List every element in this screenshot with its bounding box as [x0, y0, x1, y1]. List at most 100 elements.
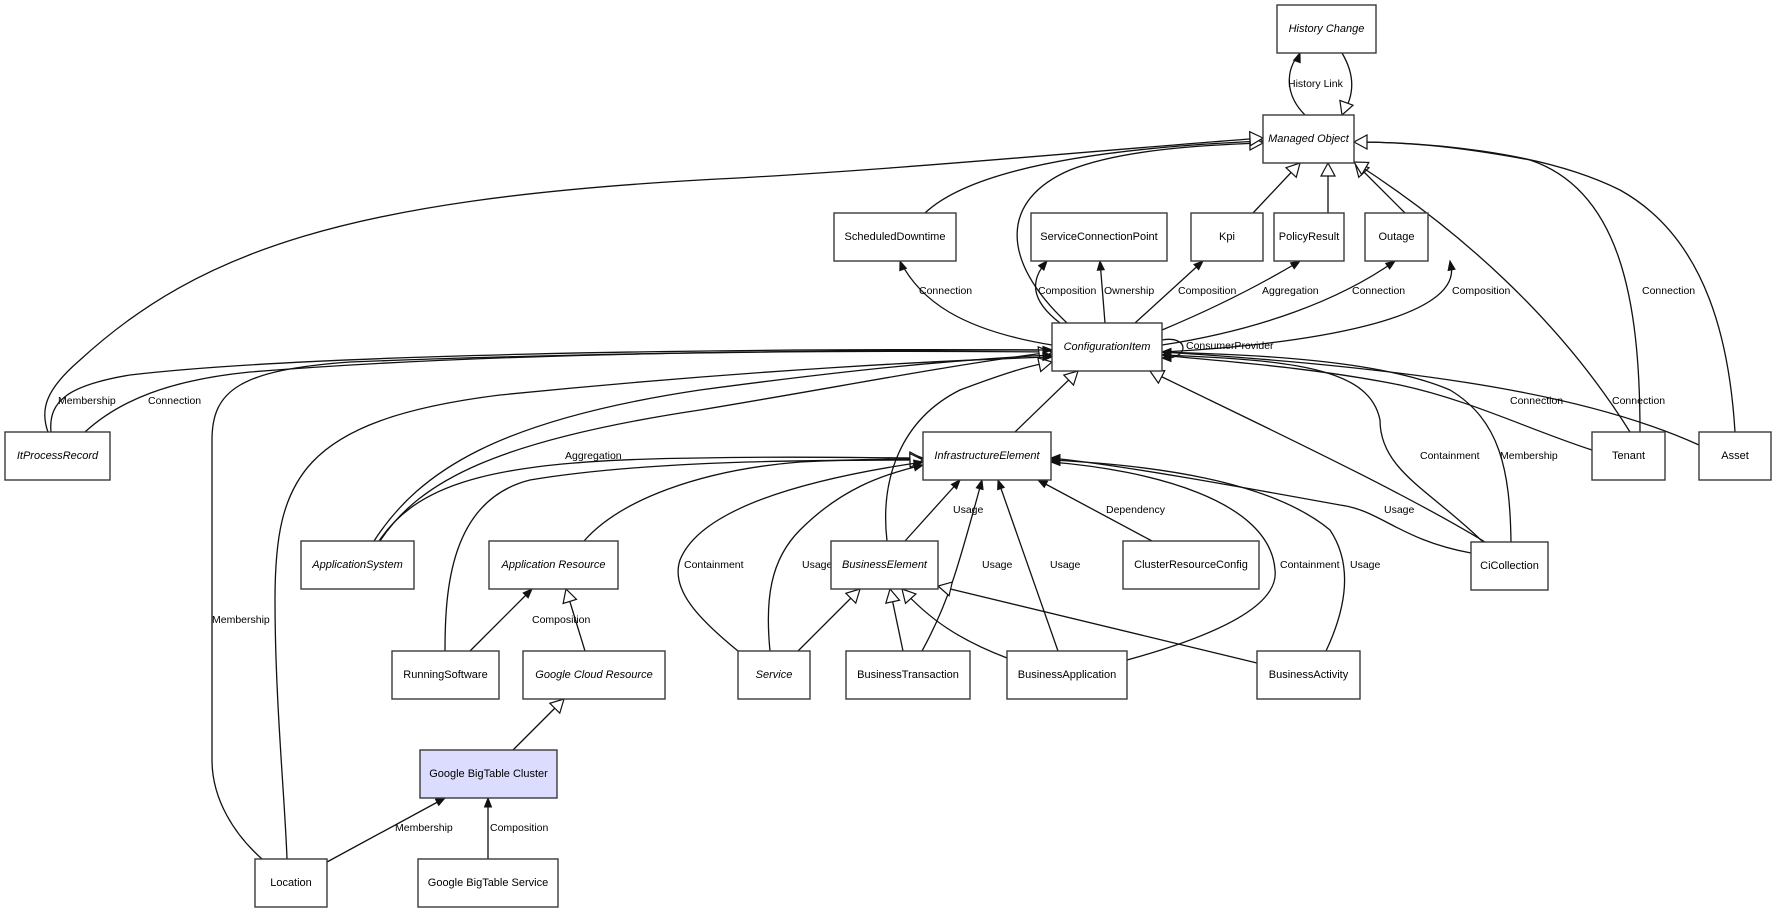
edge-line: [1149, 370, 1486, 543]
class-box: [830, 540, 939, 590]
class-name: ServiceConnectionPoint: [1040, 231, 1157, 243]
class-name: ScheduledDowntime: [845, 231, 946, 243]
association-arrowhead-icon: [997, 478, 1006, 491]
edge-line: [1016, 142, 1264, 324]
edge-line: [373, 354, 1053, 542]
edge-label: Ownership: [1104, 285, 1154, 297]
class-name: Application Resource: [501, 559, 606, 571]
edge-line: [885, 361, 1053, 542]
association-arrowhead-icon: [1049, 453, 1061, 463]
edge-line: [444, 459, 924, 652]
class-name: PolicyResult: [1279, 231, 1340, 243]
class-node-kpi[interactable]: Kpi: [1190, 212, 1264, 262]
edge-line: [899, 260, 1053, 346]
edge-running-software-to-application-resource: [469, 588, 533, 652]
generalization-arrowhead-icon: [562, 587, 578, 605]
class-box: [300, 540, 415, 590]
class-node-service-connection-point[interactable]: ServiceConnectionPoint: [1030, 212, 1168, 262]
edge-line: [1161, 260, 1396, 346]
class-name: ClusterResourceConfig: [1134, 559, 1248, 571]
class-node-business-transaction[interactable]: BusinessTransaction: [845, 650, 971, 700]
class-box: [1051, 322, 1163, 372]
edge-line: [1050, 459, 1346, 652]
class-name: BusinessTransaction: [857, 669, 959, 681]
class-node-tenant[interactable]: Tenant: [1591, 431, 1666, 481]
class-box: [737, 650, 811, 700]
edge-line: [904, 479, 961, 542]
edge-label: Connection: [1510, 395, 1563, 407]
edge-configuration-item-to-service-connection-point: [1034, 259, 1061, 324]
class-node-ci-collection[interactable]: CiCollection: [1470, 541, 1549, 591]
generalization-arrowhead-icon: [1284, 162, 1301, 179]
association-arrowhead-icon: [1042, 352, 1054, 362]
class-name: History Change: [1289, 23, 1365, 35]
class-node-application-resource[interactable]: Application Resource: [488, 540, 619, 590]
association-arrowhead-icon: [483, 796, 493, 808]
generalization-arrowhead-icon: [844, 588, 861, 605]
class-node-running-software[interactable]: RunningSoftware: [391, 650, 500, 700]
edge-application-resource-to-infrastructure-element: [583, 450, 925, 542]
class-name: Kpi: [1219, 231, 1235, 243]
class-node-business-activity[interactable]: BusinessActivity: [1256, 650, 1361, 700]
association-arrowhead-icon: [1289, 260, 1302, 270]
class-node-history-change[interactable]: History Change: [1276, 4, 1377, 54]
class-node-it-process-record[interactable]: ItProcessRecord: [4, 431, 111, 481]
edge-configuration-item-to-scheduled-downtime: [899, 259, 1053, 346]
edge-label: Usage: [1350, 559, 1381, 571]
edge-line: [211, 349, 1053, 860]
class-node-business-element[interactable]: BusinessElement: [830, 540, 939, 590]
edge-label: Usage: [1050, 559, 1081, 571]
edge-line: [1161, 260, 1301, 331]
class-node-managed-object[interactable]: Managed Object: [1262, 114, 1355, 164]
class-node-google-cloud-resource[interactable]: Google Cloud Resource: [522, 650, 666, 700]
edge-location-to-configuration-item: [274, 352, 1054, 860]
class-node-asset[interactable]: Asset: [1698, 431, 1772, 481]
edge-it-process-record-to-managed-object: [44, 130, 1265, 433]
class-box: [254, 858, 328, 908]
edge-label: Composition: [532, 614, 591, 626]
class-node-google-bigtable-service[interactable]: Google BigTable Service: [417, 858, 559, 908]
edge-business-transaction-to-business-element: [884, 587, 904, 652]
edge-ci-collection-to-configuration-item: [1160, 347, 1512, 543]
class-node-cluster-resource-config[interactable]: ClusterResourceConfig: [1122, 540, 1260, 590]
class-name: Tenant: [1612, 450, 1645, 462]
association-arrowhead-icon: [1096, 259, 1106, 271]
association-arrowhead-icon: [1042, 345, 1054, 355]
class-node-infrastructure-element[interactable]: InfrastructureElement: [922, 431, 1052, 481]
class-node-outage[interactable]: Outage: [1364, 212, 1429, 262]
class-node-business-application[interactable]: BusinessApplication: [1006, 650, 1128, 700]
generalization-arrowhead-icon: [901, 588, 918, 605]
edge-service-to-infrastructure-element: [767, 463, 925, 652]
edge-label: Composition: [1038, 285, 1097, 297]
class-node-configuration-item[interactable]: ConfigurationItem: [1051, 322, 1163, 372]
class-box: [845, 650, 971, 700]
edge-business-application-to-infrastructure-element: [997, 478, 1059, 652]
class-box: [1256, 650, 1361, 700]
class-node-application-system[interactable]: ApplicationSystem: [300, 540, 415, 590]
class-node-location[interactable]: Location: [254, 858, 328, 908]
class-node-service[interactable]: Service: [737, 650, 811, 700]
class-name: InfrastructureElement: [934, 450, 1040, 462]
class-box: [1190, 212, 1264, 262]
class-box: [1030, 212, 1168, 262]
edge-line: [921, 479, 983, 652]
edge-label: Composition: [1452, 285, 1511, 297]
association-arrowhead-icon: [975, 478, 984, 491]
class-box: [488, 540, 619, 590]
edge-policy-result-to-managed-object: [1319, 161, 1337, 213]
edge-google-bigtable-service-to-google-bigtable-cluster: [483, 796, 493, 859]
class-node-policy-result[interactable]: PolicyResult: [1273, 212, 1345, 262]
class-node-google-bigtable-cluster[interactable]: Google BigTable Cluster: [419, 749, 558, 799]
class-box: [1276, 4, 1377, 54]
edge-kpi-to-managed-object: [1252, 162, 1301, 214]
edge-business-application-to-business-element: [901, 588, 1008, 659]
edge-ci-collection-to-infrastructure-element: [1049, 453, 1472, 554]
edge-google-bigtable-cluster-to-google-cloud-resource: [512, 698, 565, 751]
association-arrowhead-icon: [1193, 260, 1205, 271]
edges-layer: [44, 51, 1736, 863]
edge-line: [326, 797, 446, 863]
association-arrowhead-icon: [950, 478, 961, 490]
class-node-scheduled-downtime[interactable]: ScheduledDowntime: [833, 212, 957, 262]
class-box: [1122, 540, 1260, 590]
